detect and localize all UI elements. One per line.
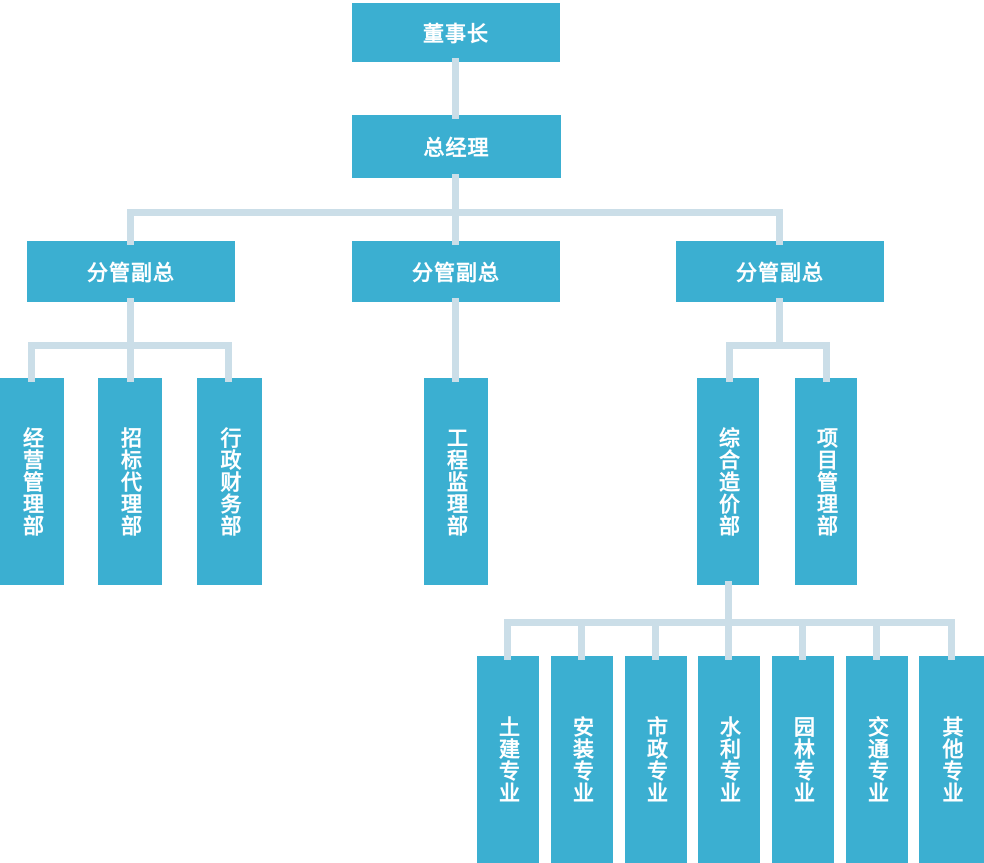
node-spec-other-label: 其他专业	[940, 715, 964, 804]
connector-drop-dept2	[127, 342, 134, 382]
connector-deputy-mid-down	[452, 298, 459, 382]
node-deputy-right: 分管副总	[676, 241, 884, 302]
node-spec-installation-label: 安装专业	[570, 715, 595, 804]
node-dept-comprehensive-cost: 综合造价部	[697, 378, 759, 585]
node-spec-transport-label: 交通专业	[865, 715, 890, 804]
node-dept-project-management-label: 项目管理部	[814, 426, 839, 537]
node-deputy-middle: 分管副总	[352, 241, 560, 302]
node-dept-engineering-supervision-label: 工程监理部	[444, 426, 469, 537]
connector-deputy-left-down	[127, 298, 134, 346]
connector-drop-spec6	[873, 619, 880, 660]
node-spec-other: 其他专业	[919, 656, 984, 863]
connector-deputy-right-down	[776, 298, 783, 346]
node-general-manager-label: 总经理	[423, 135, 490, 160]
node-deputy-middle-label: 分管副总	[412, 260, 500, 285]
node-dept-bidding-agency: 招标代理部	[98, 378, 162, 585]
node-dept-bidding-agency-label: 招标代理部	[118, 426, 143, 537]
node-chairman-label: 董事长	[423, 21, 489, 46]
node-spec-landscape: 园林专业	[772, 656, 834, 863]
node-spec-transport: 交通专业	[846, 656, 908, 863]
connector-drop-spec7	[948, 619, 955, 660]
node-dept-business-management-label: 经营管理部	[20, 426, 45, 537]
node-dept-comprehensive-cost-label: 综合造价部	[716, 426, 741, 537]
connector-drop-dept1	[28, 342, 35, 382]
connector-drop-spec2	[578, 619, 585, 660]
node-general-manager: 总经理	[352, 115, 561, 178]
connector-drop-deputy-left	[127, 209, 134, 245]
node-spec-landscape-label: 园林专业	[791, 715, 816, 804]
connector-cost-dept-down	[725, 581, 732, 626]
connector-level2-horizontal	[127, 209, 783, 216]
connector-drop-dept6	[823, 342, 830, 382]
node-dept-admin-finance-label: 行政财务部	[218, 426, 242, 537]
node-spec-municipal-label: 市政专业	[644, 715, 669, 804]
connector-drop-dept3	[225, 342, 232, 382]
node-deputy-right-label: 分管副总	[736, 260, 824, 285]
node-spec-civil: 土建专业	[477, 656, 539, 863]
node-dept-project-management: 项目管理部	[795, 378, 857, 585]
connector-right-branch-horizontal	[726, 342, 830, 349]
connector-drop-spec4	[725, 619, 732, 660]
node-spec-water-label: 水利专业	[717, 715, 742, 804]
node-spec-installation: 安装专业	[551, 656, 613, 863]
connector-drop-spec5	[799, 619, 806, 660]
node-spec-municipal: 市政专业	[625, 656, 687, 863]
connector-chairman-gm	[452, 58, 459, 119]
node-dept-admin-finance: 行政财务部	[197, 378, 262, 585]
node-deputy-left-label: 分管副总	[87, 260, 175, 285]
node-spec-civil-label: 土建专业	[496, 715, 521, 804]
node-dept-engineering-supervision: 工程监理部	[424, 378, 488, 585]
node-chairman: 董事长	[352, 3, 560, 62]
connector-drop-deputy-right	[776, 209, 783, 245]
node-spec-water: 水利专业	[698, 656, 760, 863]
node-dept-business-management: 经营管理部	[0, 378, 64, 585]
node-deputy-left: 分管副总	[27, 241, 235, 302]
connector-drop-spec1	[504, 619, 511, 660]
connector-drop-dept5	[726, 342, 733, 382]
connector-drop-spec3	[652, 619, 659, 660]
